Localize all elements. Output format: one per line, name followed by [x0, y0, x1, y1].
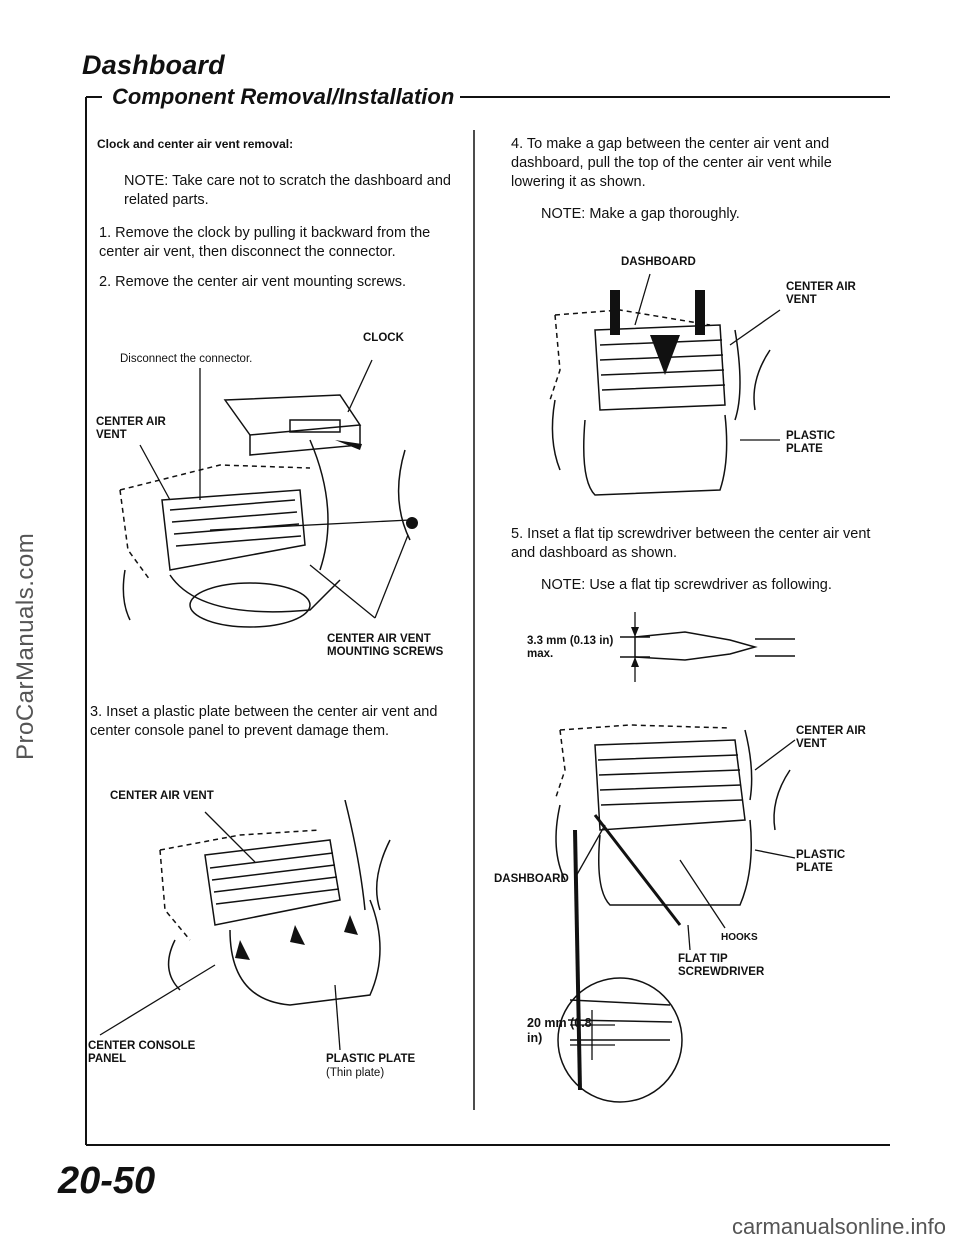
note-4: NOTE: Make a gap thoroughly. — [541, 206, 740, 222]
fig5-dashboard-label: DASHBOARD — [494, 873, 569, 885]
fig2-vent-label: CENTER AIR VENT — [110, 790, 214, 802]
step-5: 5. Inset a flat tip screwdriver between … — [511, 526, 871, 561]
fig1-screws-label: CENTER AIR VENT MOUNTING SCREWS — [327, 633, 444, 658]
step-4: 4. To make a gap between the center air … — [511, 136, 832, 190]
fig5-vent-label: CENTER AIR VENT — [796, 725, 866, 750]
step-3: 3. Inset a plastic plate between the cen… — [90, 704, 438, 739]
fig5-hooks-label: HOOKS — [721, 932, 758, 943]
clock-vent-illustration — [119, 359, 418, 628]
fig3-dashboard-label: DASHBOARD — [621, 256, 696, 268]
plastic-plate-illustration — [99, 800, 391, 1050]
fig1-vent-label: CENTER AIR VENT — [96, 416, 166, 441]
step-1: 1. Remove the clock by pulling it backwa… — [99, 225, 431, 260]
fig2-plate-label: PLASTIC PLATE — [326, 1053, 416, 1065]
procedure-heading: Clock and center air vent removal: — [97, 137, 294, 151]
gap-illustration — [549, 273, 781, 496]
fig2-console-label: CENTER CONSOLE PANEL — [88, 1040, 196, 1065]
fig2-plate-note: (Thin plate) — [326, 1067, 385, 1079]
fig4-dim-label: 3.3 mm (0.13 in) max. — [527, 635, 614, 660]
watermark-bottom: carmanualsonline.info — [731, 1214, 946, 1239]
fig5-plate-label: PLASTIC PLATE — [796, 849, 846, 874]
note-1: NOTE: Take care not to scratch the dashb… — [124, 173, 451, 208]
screwdriver-tip-diagram — [620, 612, 795, 682]
fig3-vent-label: CENTER AIR VENT — [786, 281, 856, 306]
page-title: Dashboard — [82, 50, 225, 80]
note-5: NOTE: Use a flat tip screwdriver as foll… — [541, 577, 832, 593]
section-subtitle: Component Removal/Installation — [106, 84, 461, 110]
screwdriver-insertion-illustration — [554, 724, 796, 1103]
fig1-disconnect-label: Disconnect the connector. — [120, 353, 253, 365]
watermark-side: ProCarManuals.com — [12, 532, 39, 760]
fig1-clock-label: CLOCK — [363, 332, 404, 344]
step-2: 2. Remove the center air vent mounting s… — [99, 274, 407, 290]
page-number: 20-50 — [58, 1160, 156, 1202]
fig5-screwdriver-label: FLAT TIP SCREWDRIVER — [678, 953, 765, 978]
fig3-plate-label: PLASTIC PLATE — [786, 430, 836, 455]
